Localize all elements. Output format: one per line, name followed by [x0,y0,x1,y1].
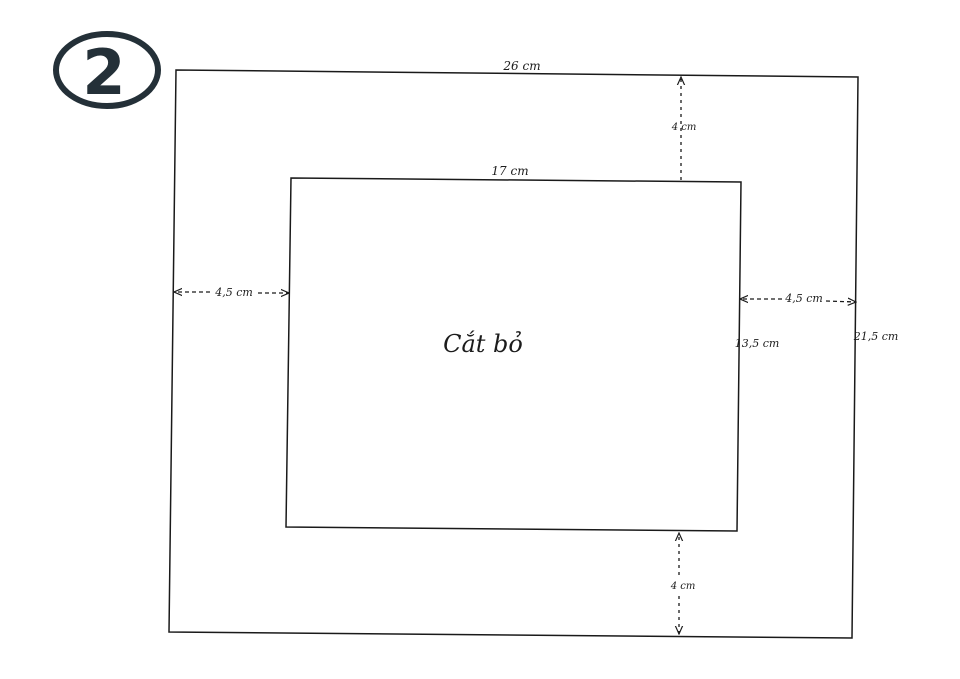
inner-width-label: 17 cm [491,164,528,178]
cut-out-label: Cắt bỏ [443,330,523,358]
top-margin-label: 4 cm [671,122,697,133]
inner-height-label: 13,5 cm [735,337,780,350]
outer-width-label: 26 cm [502,59,540,73]
right-margin-arrow-right [825,301,856,302]
step-number: 2 [82,36,125,109]
outer-rectangle [168,69,859,639]
outer-height-label: 21,5 cm [853,330,899,343]
left-margin-label: 4,5 cm [214,286,253,299]
inner-rectangle [285,177,742,532]
right-margin-label: 4,5 cm [784,292,823,305]
step-number-badge: 2 [53,31,161,109]
bottom-margin-label: 4 cm [670,581,696,592]
